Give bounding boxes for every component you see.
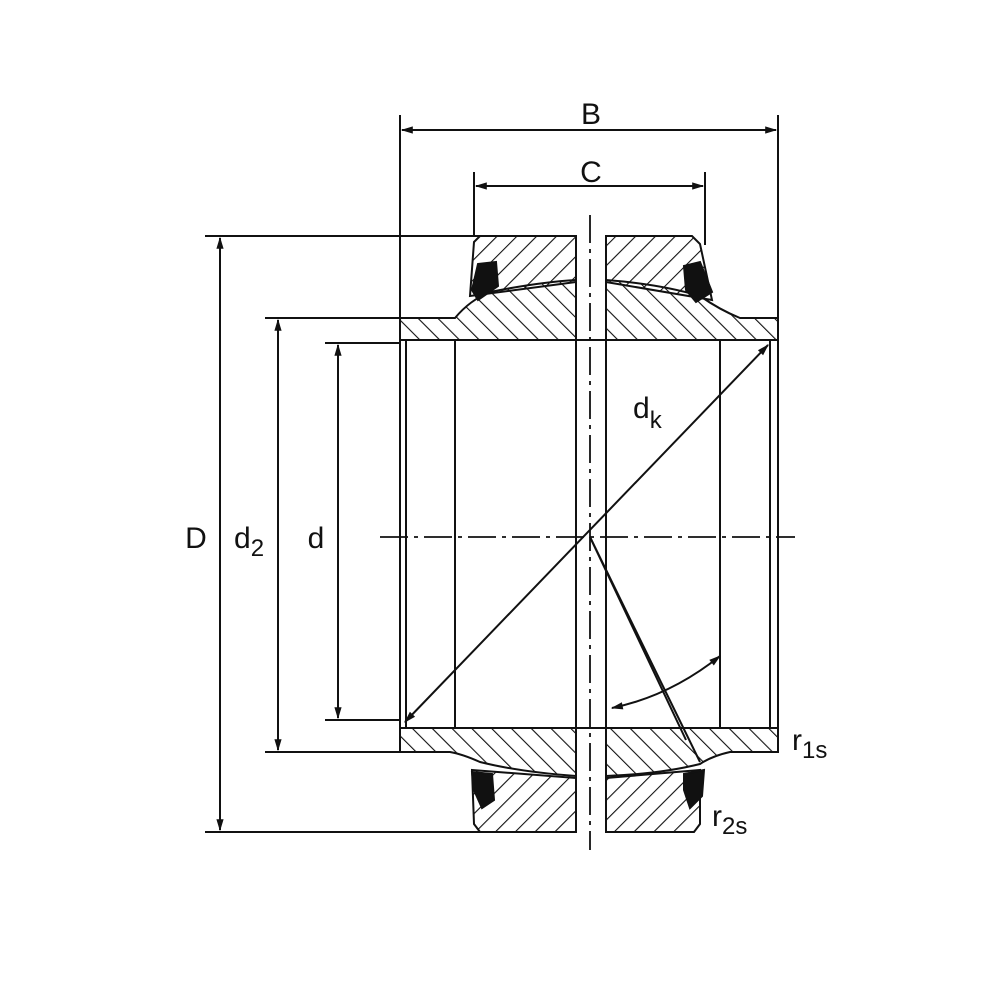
label-r1s: r1s bbox=[792, 724, 827, 764]
label-r2s: r2s bbox=[712, 800, 747, 840]
outer-ring-bottom-right bbox=[605, 768, 701, 833]
inner-ring-bottom-left bbox=[399, 727, 577, 778]
seal bbox=[683, 768, 706, 810]
seal bbox=[682, 260, 714, 304]
label-d2: d2 bbox=[234, 522, 264, 562]
label-D: D bbox=[185, 522, 207, 555]
dimension-dk bbox=[404, 344, 769, 723]
tilt-line bbox=[589, 536, 687, 741]
label-B: B bbox=[581, 98, 601, 131]
label-d: d bbox=[308, 522, 325, 555]
seal bbox=[470, 260, 500, 302]
inner-ring-bore bbox=[399, 339, 779, 729]
tilt-angle-arc bbox=[610, 655, 721, 710]
label-dk: dk bbox=[633, 392, 663, 434]
inner-ring-top-left bbox=[399, 278, 577, 341]
label-C: C bbox=[580, 156, 602, 189]
inner-ring-bottom-right bbox=[605, 727, 779, 778]
seal bbox=[470, 770, 496, 810]
outer-ring-bottom-left bbox=[470, 768, 577, 833]
